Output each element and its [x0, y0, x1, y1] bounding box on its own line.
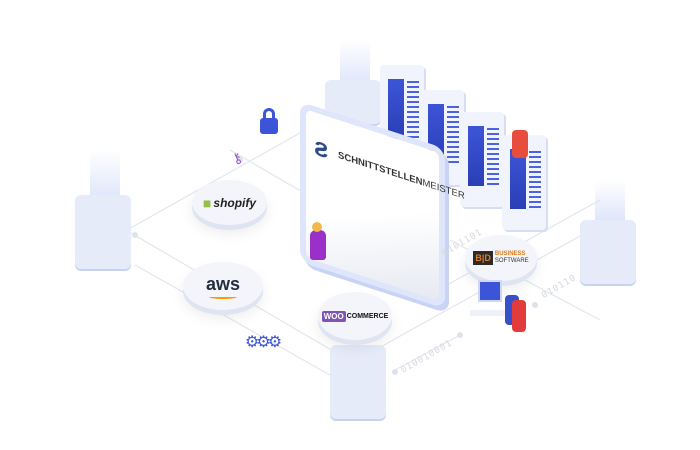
commerce-label: COMMERCE [346, 312, 389, 320]
bd-bottom-label: SOFTWARE [494, 258, 529, 264]
shopify-node: ■shopify [192, 180, 267, 225]
bd-top-label: BUSINESS [494, 251, 526, 258]
aws-label: aws [205, 273, 241, 294]
server-tower [460, 112, 504, 207]
shopify-bag-icon: ■ [202, 194, 212, 211]
shopify-label: shopify [213, 195, 257, 210]
bd-logo-icon: B|D [473, 251, 493, 265]
logo-mark-icon: ƨ [314, 129, 329, 165]
woo-label: WOO [321, 310, 346, 322]
gears-icon: ⚙⚙⚙ [245, 334, 282, 351]
person-sitting-on-server [512, 130, 528, 158]
woman-figure [310, 230, 326, 260]
aws-node: aws [183, 262, 263, 310]
aws-smile-icon [209, 295, 237, 299]
woman-head [312, 222, 322, 232]
desk [470, 310, 510, 316]
lock-icon [260, 118, 278, 134]
glow [595, 180, 625, 225]
lock-shackle [263, 108, 275, 122]
monitor-chart-icon [478, 280, 502, 302]
red-chair [512, 300, 526, 332]
